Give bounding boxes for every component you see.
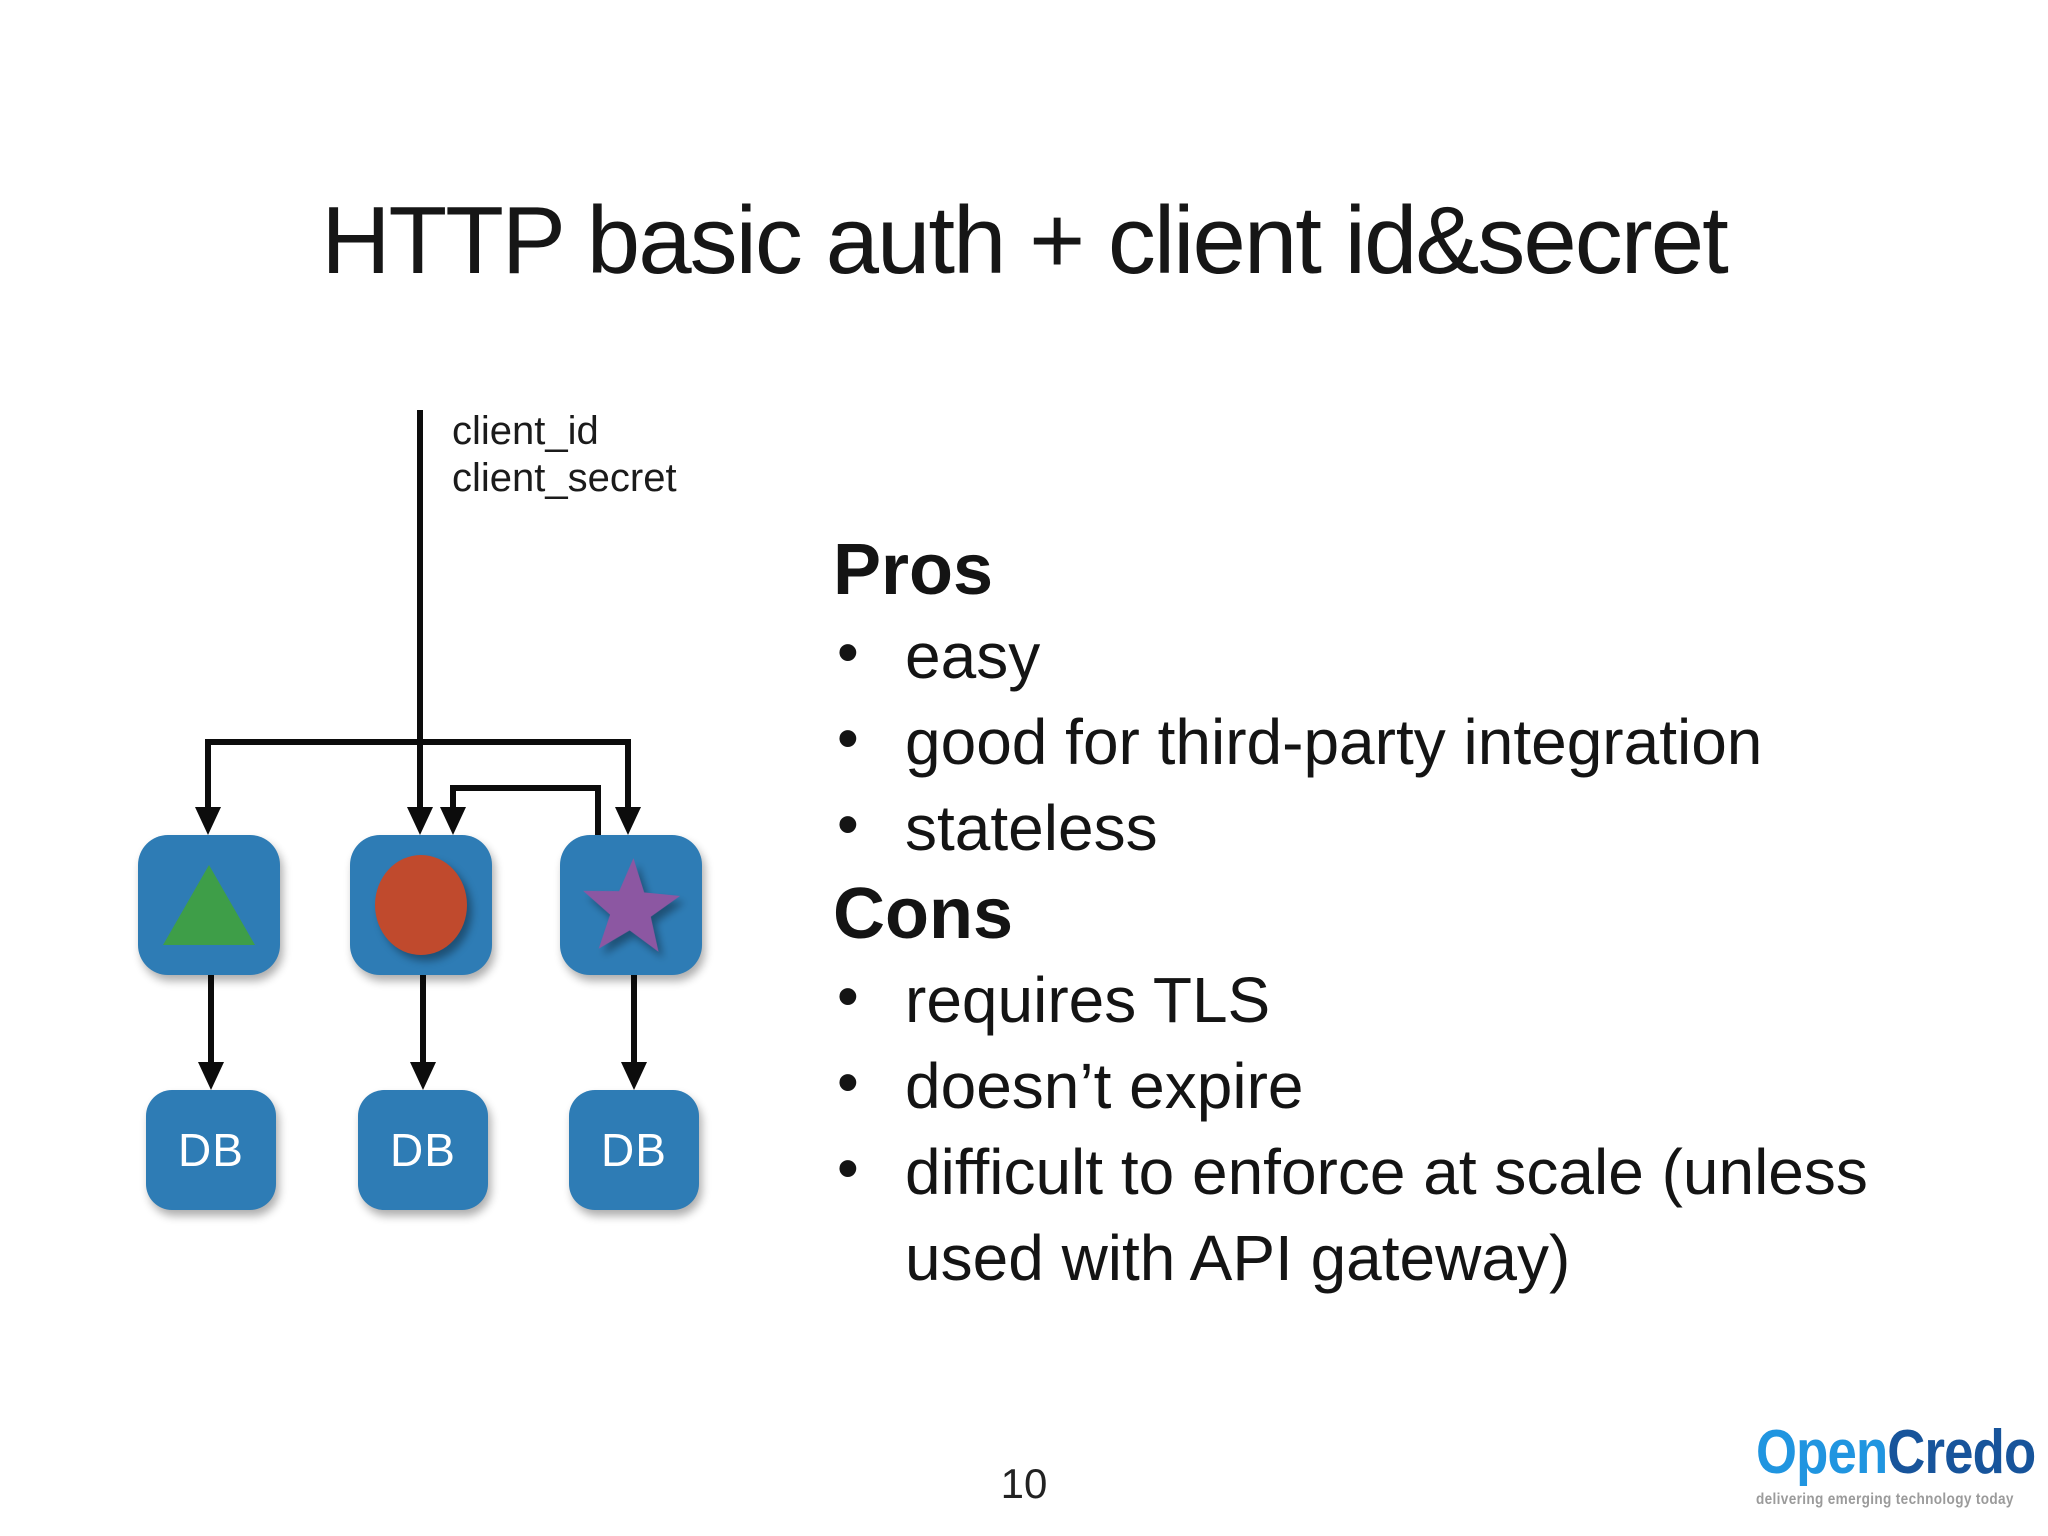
arrowhead-icon	[195, 807, 221, 835]
pros-cons-section: Pros easy good for third-party integrati…	[833, 527, 1993, 1301]
cons-heading: Cons	[833, 874, 1013, 954]
connector-triangle-to-db	[208, 970, 214, 1064]
service-box-star	[560, 835, 702, 975]
arrowhead-icon	[440, 807, 466, 835]
list-item: difficult to enforce at scale (unless us…	[833, 1126, 1993, 1301]
list-item: stateless	[833, 782, 1993, 871]
page-number: 10	[1000, 1460, 1048, 1507]
arrowhead-icon	[615, 807, 641, 835]
connector-client-to-circle	[417, 410, 423, 809]
arrowhead-icon	[407, 807, 433, 835]
db-box: DB	[358, 1090, 488, 1210]
connector-riser-star	[595, 785, 601, 837]
arrowhead-icon	[621, 1062, 647, 1090]
list-item: doesn’t expire	[833, 1040, 1993, 1129]
connector-star-to-db	[631, 970, 637, 1064]
list-item: good for third-party integration	[833, 696, 1993, 785]
connector-branch-top	[205, 739, 631, 745]
connector-circle-to-db	[420, 970, 426, 1064]
star-polygon	[583, 858, 681, 952]
star-icon	[583, 858, 681, 952]
service-box-triangle	[138, 835, 280, 975]
logo-word-open: Open	[1756, 1418, 1888, 1487]
arrowhead-icon	[198, 1062, 224, 1090]
connector-drop-star	[625, 739, 631, 809]
cons-list: requires TLS doesn’t expire difficult to…	[833, 954, 1993, 1301]
list-item: requires TLS	[833, 954, 1993, 1043]
db-label: DB	[390, 1124, 456, 1176]
db-label: DB	[601, 1124, 667, 1176]
credential-labels: client_id client_secret	[452, 408, 677, 502]
client-id-label: client_id	[452, 409, 599, 453]
db-box: DB	[569, 1090, 699, 1210]
circle-icon	[375, 855, 467, 955]
arrowhead-icon	[410, 1062, 436, 1090]
logo-tagline: delivering emerging technology today	[1756, 1491, 2014, 1508]
connector-branch-star-to-circle	[450, 785, 601, 791]
pros-heading: Pros	[833, 530, 994, 610]
slide-title: HTTP basic auth + client id&secret	[321, 187, 1729, 294]
service-box-circle	[350, 835, 492, 975]
logo-wordmark: OpenCredo	[1756, 1418, 2036, 1487]
connector-drop-circle-secondary	[450, 785, 456, 809]
db-box: DB	[146, 1090, 276, 1210]
opencredo-logo: OpenCredo delivering emerging technology…	[1756, 1418, 2036, 1509]
triangle-icon	[163, 865, 255, 945]
client-secret-label: client_secret	[452, 456, 677, 500]
pros-list: easy good for third-party integration st…	[833, 610, 1993, 871]
db-label: DB	[178, 1124, 244, 1176]
list-item: easy	[833, 610, 1993, 699]
connector-drop-triangle	[205, 739, 211, 809]
logo-word-credo: Credo	[1887, 1418, 2036, 1487]
